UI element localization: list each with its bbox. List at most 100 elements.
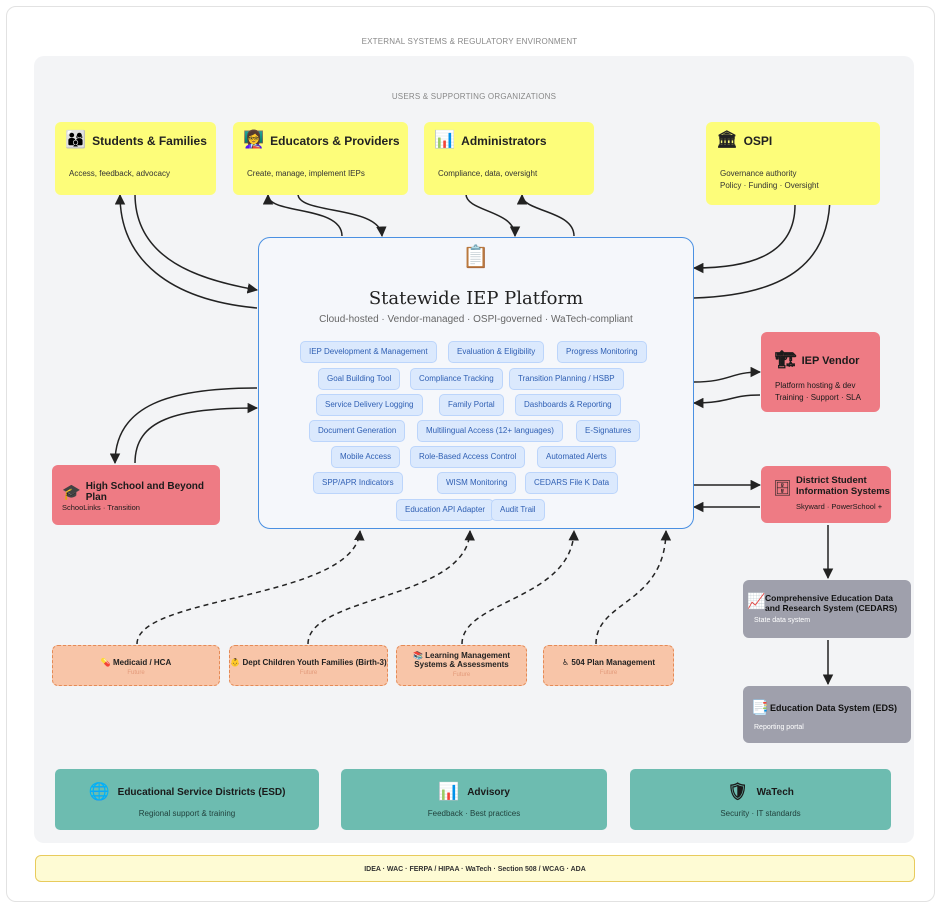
administrators-title: Administrators <box>461 133 547 148</box>
feature-chip[interactable]: Mobile Access <box>331 446 401 468</box>
feature-chip[interactable]: IEP Development & Management <box>300 341 437 363</box>
family-icon: 👨‍👩‍👦 <box>65 130 87 150</box>
ospi-box[interactable]: 🏛OSPI Governance authority Policy · Fund… <box>706 122 880 205</box>
globe-icon: 🌐 <box>88 782 110 802</box>
feature-chip[interactable]: Service Delivery Logging <box>316 394 423 416</box>
eds-sub: Reporting portal <box>754 724 804 731</box>
lms-title-1: Learning Management <box>425 651 511 660</box>
regulatory-footer: IDEA · WAC · FERPA / HIPAA · WaTech · Se… <box>35 855 915 882</box>
iep-vendor-box[interactable]: 🏗IEP Vendor Platform hosting & dev Train… <box>761 332 880 412</box>
sis-title-1: District Student <box>796 475 867 486</box>
file-cabinet-icon: 🗄 <box>773 479 793 497</box>
cedars-title-2: and Research System (CEDARS) <box>765 603 898 613</box>
lms-title-2: Systems & Assessments <box>414 660 509 669</box>
feature-chip[interactable]: Role-Based Access Control <box>410 446 526 468</box>
hsbp-title: High School and Beyond Plan <box>85 481 205 503</box>
future-label: Future <box>299 670 318 676</box>
eds-box[interactable]: 📑 Education Data System (EDS) Reporting … <box>743 686 911 743</box>
government-building-icon: 🏛 <box>716 130 738 150</box>
baby-icon: 👶 <box>230 658 241 667</box>
arrow-platform-to-admins <box>516 193 575 237</box>
feature-chip[interactable]: Education API Adapter <box>396 499 495 521</box>
esd-sub: Regional support & training <box>138 809 236 818</box>
feature-chip[interactable]: Progress Monitoring <box>557 341 647 363</box>
hsbp-sub: SchooLinks · Transition <box>62 503 140 512</box>
books-icon: 📚 <box>412 651 423 660</box>
platform-subtitle: Cloud-hosted · Vendor-managed · OSPI-gov… <box>319 314 633 325</box>
watech-box[interactable]: 🛡 WaTech Security · IT standards <box>630 769 891 830</box>
arrow-admins-to-platform <box>465 193 521 238</box>
esd-box[interactable]: 🌐 Educational Service Districts (ESD) Reg… <box>55 769 319 830</box>
hsbp-box[interactable]: 🎓High School and Beyond Plan SchooLinks … <box>52 465 220 525</box>
pill-icon: 💊 <box>100 658 111 667</box>
cedars-sub: State data system <box>754 617 811 624</box>
ospi-sub-2: Policy · Funding · Oversight <box>720 181 819 190</box>
feature-chip[interactable]: Goal Building Tool <box>318 368 401 390</box>
arrow-vendor-to-platform <box>692 394 761 409</box>
future-label: Future <box>599 670 618 676</box>
statewide-iep-platform[interactable]: 📋 Statewide IEP Platform Cloud-hosted · … <box>258 237 694 529</box>
inner-caption: USERS & SUPPORTING ORGANIZATIONS <box>391 92 557 101</box>
administrators-box[interactable]: 📊 Administrators Compliance, data, oversi… <box>424 122 594 195</box>
arrow-platform-to-vendor <box>693 366 762 383</box>
students-families-title: Students & Families <box>92 133 207 148</box>
feature-chip[interactable]: CEDARS File K Data <box>525 472 619 494</box>
medicaid-hca-box[interactable]: 💊 Medicaid / HCA Future <box>52 645 220 686</box>
graduation-cap-icon: 🎓 <box>62 482 81 501</box>
feature-chip[interactable]: Automated Alerts <box>537 446 616 468</box>
advisory-title: Advisory <box>467 787 510 798</box>
construction-crane-icon: 🏗 <box>775 350 797 370</box>
feature-chip[interactable]: Multilingual Access (12+ languages) <box>417 420 563 442</box>
feature-chip[interactable]: WISM Monitoring <box>437 472 517 494</box>
cedars-box[interactable]: 📈 Comprehensive Education Data and Resea… <box>743 580 911 638</box>
chart-increasing-icon: 📈 <box>747 592 766 610</box>
watech-sub: Security · IT standards <box>720 809 801 818</box>
esd-title: Educational Service Districts (ESD) <box>117 787 286 798</box>
feature-chip[interactable]: Dashboards & Reporting <box>515 394 621 416</box>
feature-chip[interactable]: Transition Planning / HSBP <box>509 368 624 390</box>
feature-chip[interactable]: Compliance Tracking <box>410 368 503 390</box>
future-label: Future <box>127 670 145 676</box>
bar-chart-icon: 📊 <box>434 130 456 150</box>
educators-providers-sub: Create, manage, implement IEPs <box>247 169 365 178</box>
arrow-educators-to-platform <box>297 193 387 238</box>
advisory-box[interactable]: 📊Advisory Feedback · Best practices <box>341 769 607 830</box>
feature-chip[interactable]: Family Portal <box>439 394 504 416</box>
educators-providers-box[interactable]: 👩‍🏫Educators & Providers Create, manage,… <box>233 122 408 195</box>
teacher-icon: 👩‍🏫 <box>243 130 265 150</box>
administrators-sub: Compliance, data, oversight <box>438 169 538 178</box>
feature-chip[interactable]: SPP/APR Indicators <box>313 472 403 494</box>
dcyf-title: Dept Children Youth Families (Birth-3) <box>242 658 387 667</box>
arrow-hsbp-to-platform <box>134 402 259 464</box>
lms-assessments-box[interactable]: 📚 Learning Management Systems & Assessme… <box>396 645 527 686</box>
eds-title: Education Data System (EDS) <box>770 703 898 713</box>
dcyf-box[interactable]: 👶 Dept Children Youth Families (Birth-3)… <box>229 645 388 686</box>
medicaid-title: Medicaid / HCA <box>112 658 172 667</box>
feature-chip[interactable]: Document Generation <box>309 420 406 442</box>
wheelchair-icon: ♿ <box>562 658 570 667</box>
sis-title-2: Information Systems <box>796 486 890 497</box>
outer-caption: EXTERNAL SYSTEMS & REGULATORY ENVIRONMEN… <box>361 37 578 46</box>
bar-chart-icon: 📊 <box>438 782 460 802</box>
plan-504-title: 504 Plan Management <box>571 658 655 667</box>
ospi-sub-1: Governance authority <box>720 169 797 178</box>
sis-sub: Skyward · PowerSchool + <box>796 502 883 511</box>
district-sis-box[interactable]: 🗄 District Student Information Systems S… <box>761 466 891 523</box>
arrow-platform-to-families <box>114 193 258 309</box>
feature-chip[interactable]: Evaluation & Eligibility <box>448 341 545 363</box>
students-families-sub: Access, feedback, advocacy <box>69 169 170 178</box>
arrow-ospi-to-platform <box>692 204 796 274</box>
clipboard-icon: 📋 <box>462 244 490 269</box>
dashed-arrow-medicaid <box>136 529 365 645</box>
students-families-box[interactable]: 👨‍👩‍👦 Students & Families Access, feedbac… <box>55 122 216 195</box>
plan-504-box[interactable]: ♿ 504 Plan Management Future <box>543 645 674 686</box>
arrow-platform-to-hsbp <box>109 387 258 465</box>
shield-icon: 🛡 <box>727 782 749 802</box>
dashed-arrow-dcyf <box>307 529 475 645</box>
feature-chip[interactable]: Audit Trail <box>491 499 545 521</box>
feature-chip[interactable]: E-Signatures <box>576 420 641 442</box>
vendor-sub-2: Training · Support · SLA <box>775 393 861 402</box>
watech-title: WaTech <box>756 787 794 798</box>
arrow-families-to-platform <box>134 193 259 294</box>
